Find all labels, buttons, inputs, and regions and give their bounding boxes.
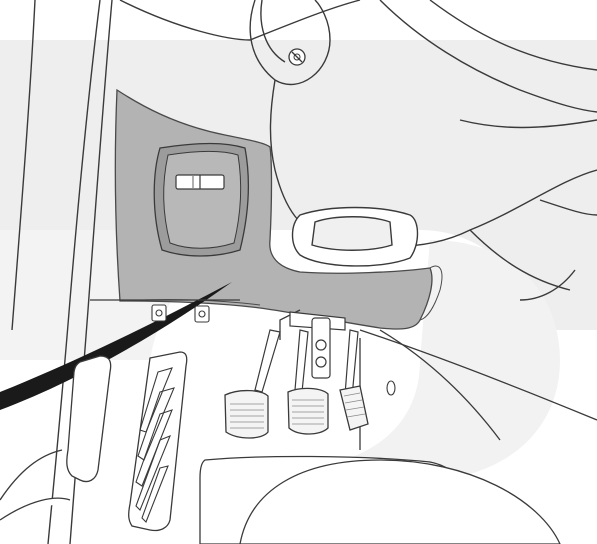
glovebox-switch-icon [154, 144, 248, 257]
brake-pedal [288, 388, 328, 434]
pedal-icon [225, 391, 268, 438]
steering-shroud [293, 208, 418, 266]
steering-column-icon [289, 49, 305, 65]
